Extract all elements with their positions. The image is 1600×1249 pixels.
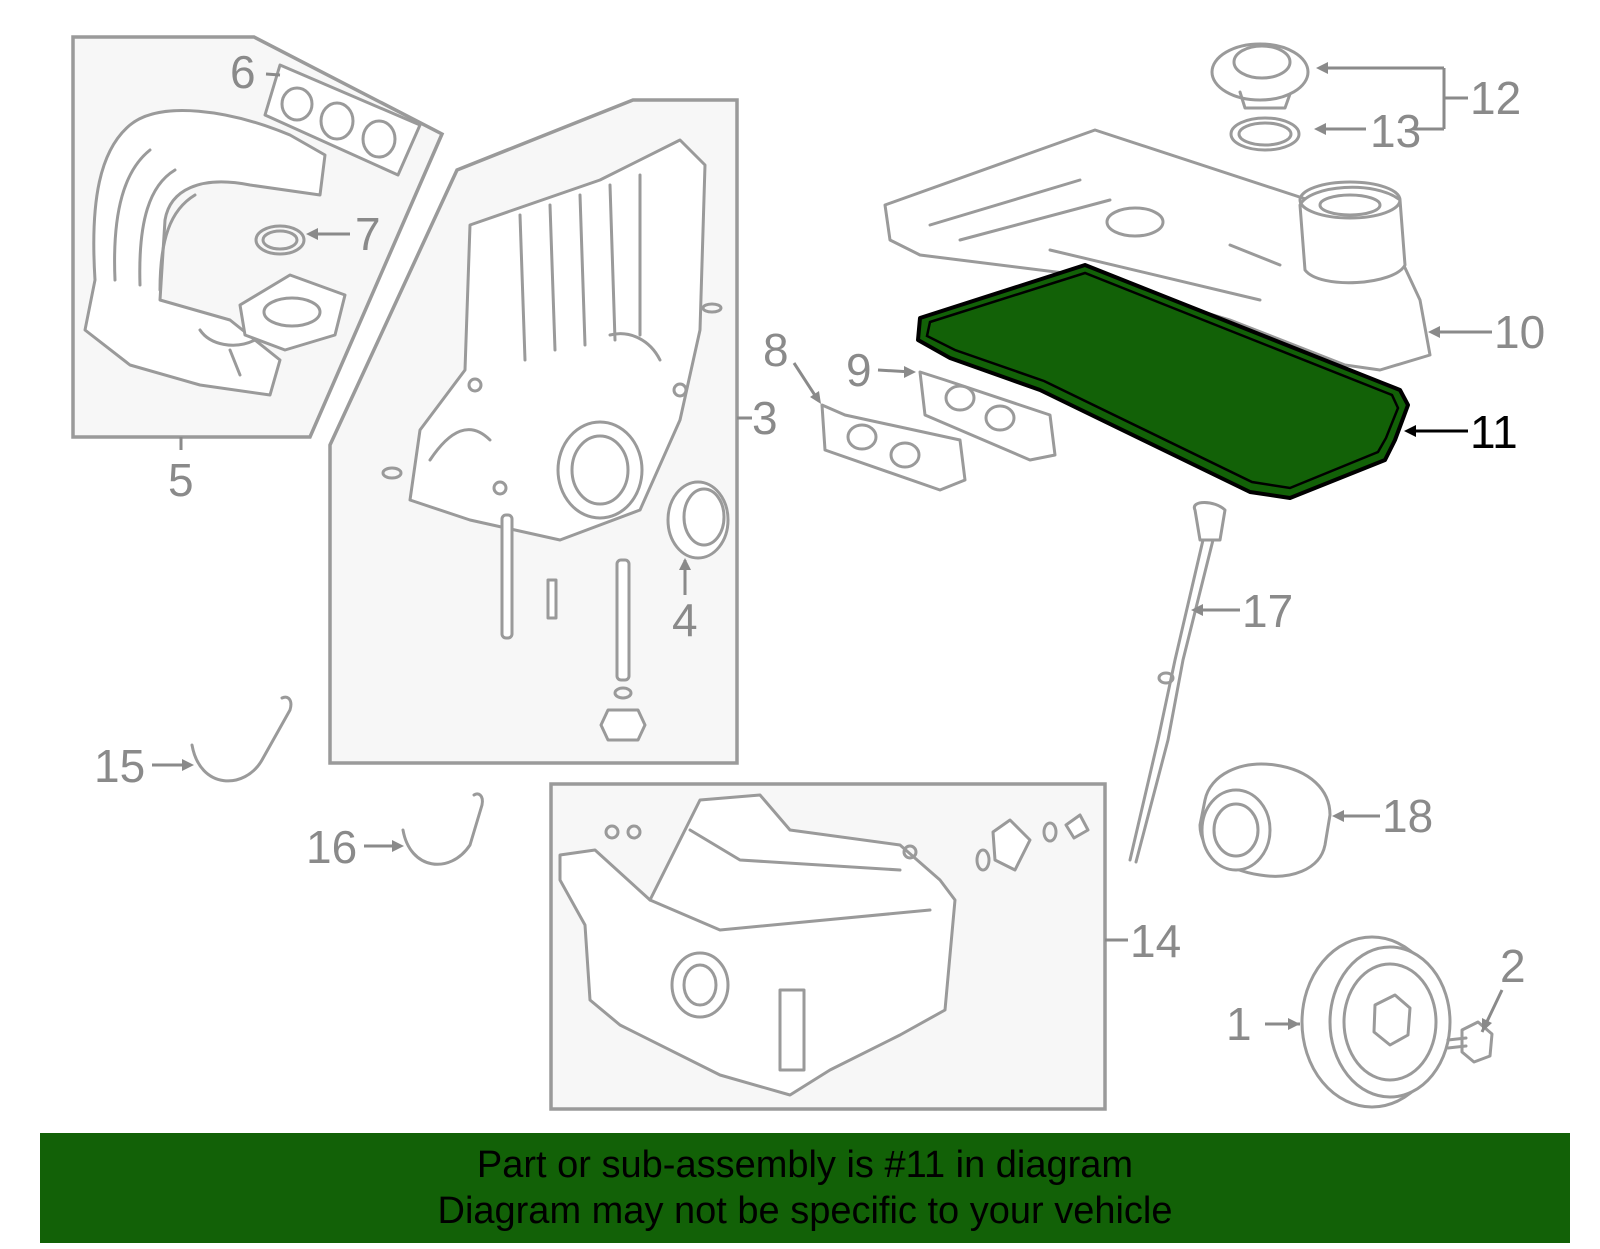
oil-filter-part[interactable]: [1198, 762, 1332, 878]
gasket-highlight: [916, 263, 1410, 500]
banner-line-2: Diagram may not be specific to your vehi…: [437, 1190, 1173, 1232]
oil-filler-cap-part[interactable]: [1210, 42, 1310, 110]
exhaust-gasket-9-part[interactable]: [918, 370, 1057, 462]
callout-16[interactable]: 16: [306, 821, 357, 873]
callout-4[interactable]: 4: [672, 594, 698, 646]
crank-pulley-part[interactable]: [1300, 935, 1452, 1109]
leader-lines: [152, 62, 1504, 1033]
manifold-gasket-part[interactable]: [263, 63, 422, 177]
pulley-bolt-part[interactable]: [1446, 1020, 1494, 1064]
timing-cover-part[interactable]: [408, 138, 707, 542]
callout-17[interactable]: 17: [1242, 585, 1293, 637]
manifold-oring-part[interactable]: [254, 224, 306, 256]
info-banner: Part or sub-assembly is #11 in diagram D…: [40, 1133, 1570, 1243]
oil-pan-small-parts[interactable]: [604, 813, 1090, 872]
breather-hose-16-part[interactable]: [401, 792, 484, 866]
callout-7[interactable]: 7: [355, 208, 381, 260]
crank-seal-part[interactable]: [666, 480, 730, 560]
valve-cover-gasket-part[interactable]: [916, 263, 1410, 500]
callout-1[interactable]: 1: [1226, 998, 1252, 1050]
callout-3[interactable]: 3: [752, 392, 778, 444]
breather-hose-15-part[interactable]: [190, 695, 293, 783]
exhaust-gasket-8-part[interactable]: [820, 403, 967, 492]
callout-10[interactable]: 10: [1494, 306, 1545, 358]
callout-13[interactable]: 13: [1370, 105, 1421, 157]
callout-9[interactable]: 9: [846, 344, 872, 396]
callout-18[interactable]: 18: [1382, 790, 1433, 842]
oil-pan-part[interactable]: [558, 793, 957, 1097]
callout-11[interactable]: 11: [1470, 406, 1518, 458]
callout-15[interactable]: 15: [94, 740, 145, 792]
callout-8[interactable]: 8: [763, 324, 789, 376]
callout-14[interactable]: 14: [1130, 915, 1181, 967]
callout-5[interactable]: 5: [168, 454, 194, 506]
timing-cover-bolts[interactable]: [381, 302, 723, 742]
intake-manifold-part[interactable]: [83, 109, 347, 397]
valve-cover-part[interactable]: [883, 128, 1432, 372]
callout-6[interactable]: 6: [230, 46, 256, 98]
banner-line-1: Part or sub-assembly is #11 in diagram: [476, 1144, 1134, 1186]
filler-cap-seal-part[interactable]: [1229, 116, 1301, 152]
callout-labels: 1 2 3 4 5 6 7 8 9 10 11 12 13 14 15 16 1…: [94, 46, 1545, 1050]
dipstick-part[interactable]: [1128, 501, 1227, 864]
callout-2[interactable]: 2: [1500, 940, 1526, 992]
callout-12[interactable]: 12: [1470, 72, 1521, 124]
